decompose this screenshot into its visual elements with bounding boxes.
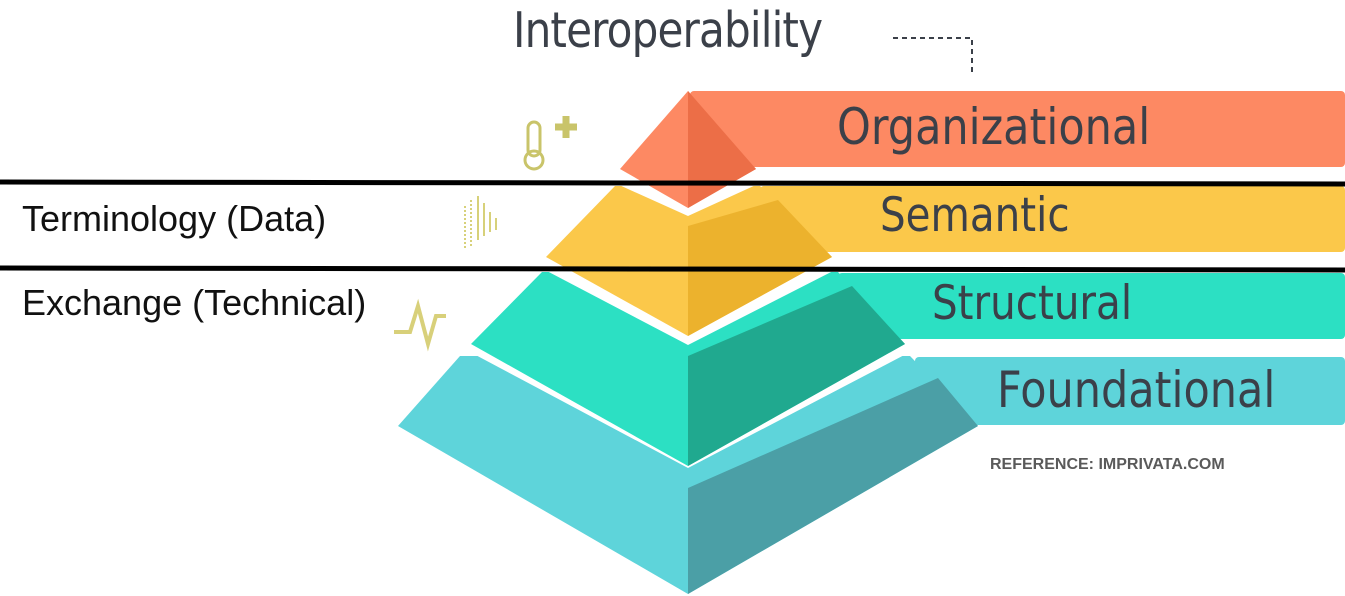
foundational-band xyxy=(915,357,1345,425)
structural-tier-shade xyxy=(688,286,905,466)
terminology-label: Terminology (Data) xyxy=(22,198,327,239)
organizational-tier-shade xyxy=(688,91,756,208)
divider-line-top xyxy=(0,179,1345,187)
thermometer-plus-icon xyxy=(523,116,577,171)
bar-marks-icon xyxy=(464,196,497,248)
foundational-label: Foundational xyxy=(997,361,1276,419)
title-connector xyxy=(893,37,973,76)
divider-line-bottom xyxy=(0,265,1345,273)
foundational-tier-left xyxy=(398,356,978,594)
diagram-title: Interoperability xyxy=(513,2,823,59)
semantic-label: Semantic xyxy=(880,188,1070,243)
semantic-band xyxy=(760,186,1345,252)
heartbeat-icon xyxy=(394,298,446,352)
structural-band xyxy=(838,273,1345,339)
exchange-label: Exchange (Technical) xyxy=(22,282,367,323)
organizational-band xyxy=(690,91,1345,167)
reference-text: REFERENCE: IMPRIVATA.COM xyxy=(990,456,1225,473)
structural-label: Structural xyxy=(932,276,1133,331)
organizational-label: Organizational xyxy=(837,98,1151,156)
foundational-tier-shade xyxy=(688,378,978,594)
